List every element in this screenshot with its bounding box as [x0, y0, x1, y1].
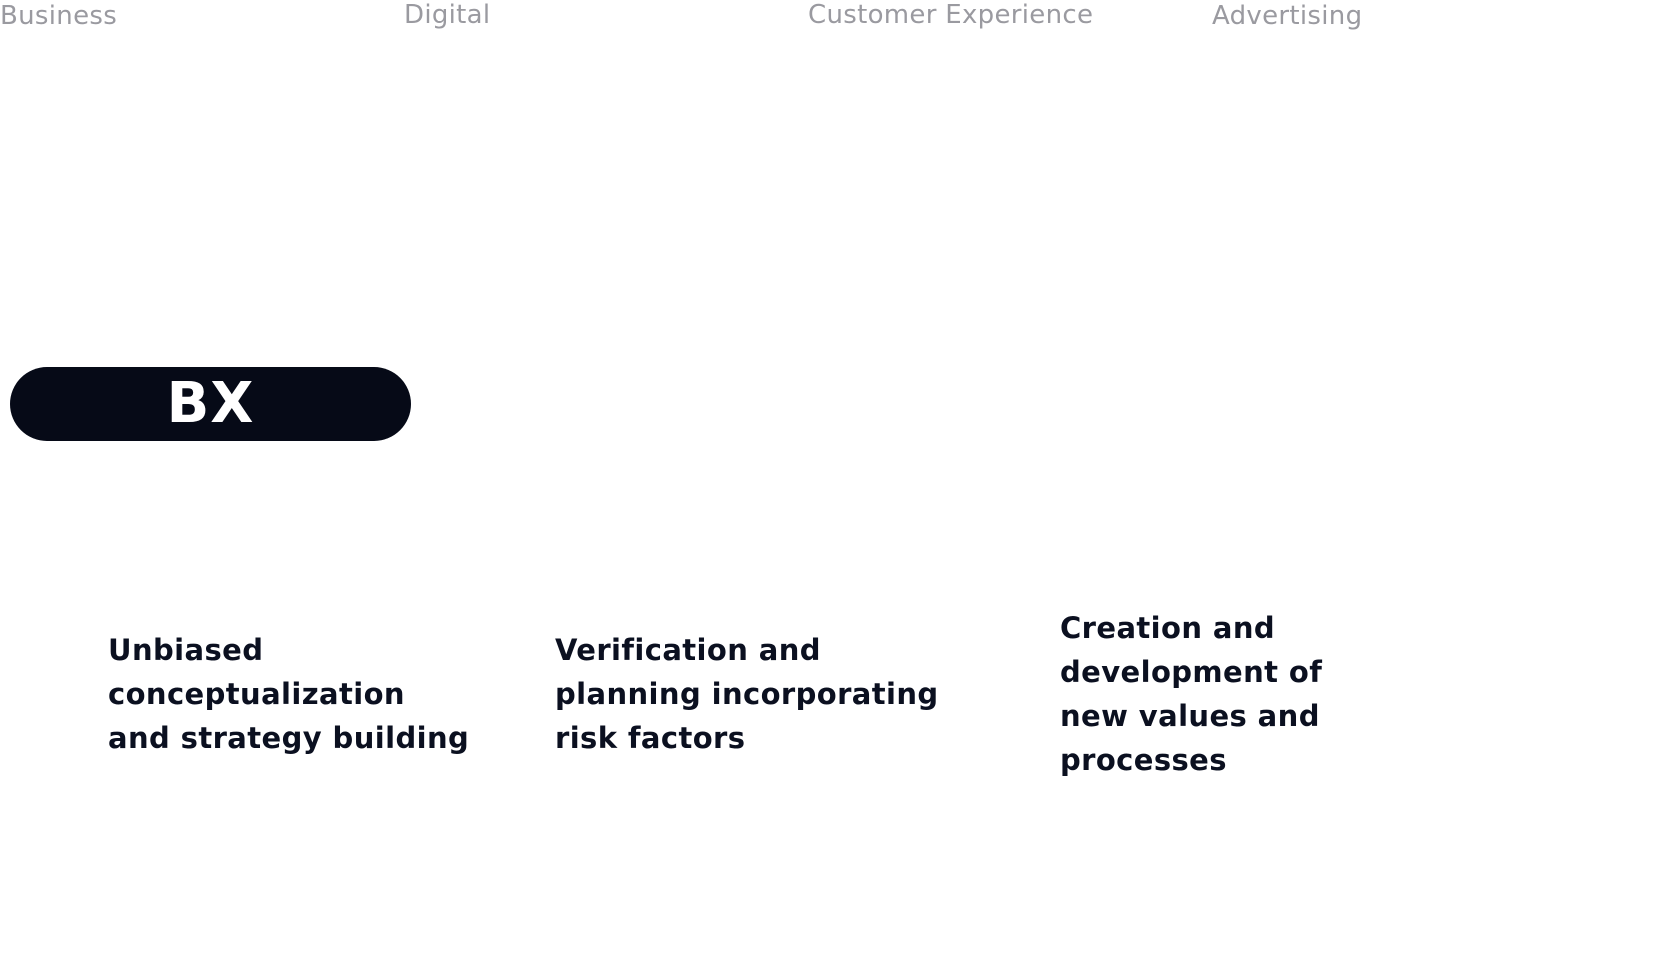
nav-link-business[interactable]: Business: [0, 1, 118, 31]
nav-link-digital[interactable]: Digital: [404, 0, 491, 30]
feature-text-creation: Creation and development of new values a…: [1060, 611, 1323, 777]
nav-link-advertising[interactable]: Advertising: [1212, 1, 1363, 31]
feature-text-verification: Verification and planning incorporating …: [555, 633, 939, 755]
feature-text-conceptualization: Unbiased conceptualization and strategy …: [108, 633, 470, 755]
bx-badge-label: BX: [166, 371, 255, 436]
bx-badge: BX: [10, 367, 411, 441]
nav-link-customer-experience[interactable]: Customer Experience: [808, 0, 1094, 30]
